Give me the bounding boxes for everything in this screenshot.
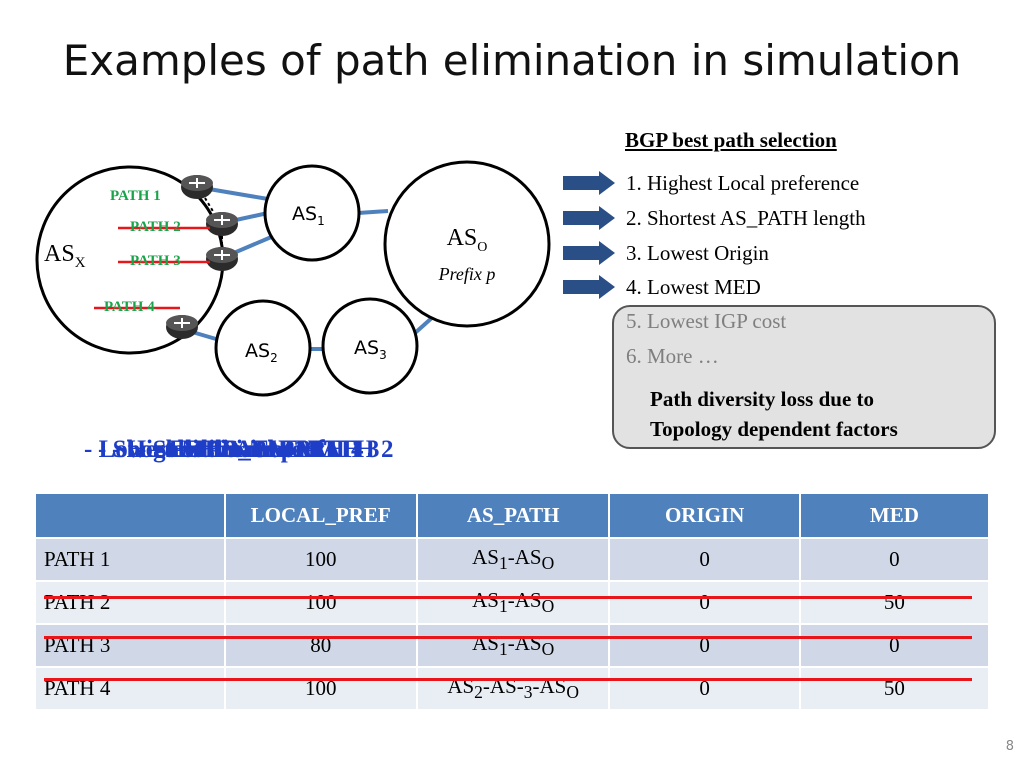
overlap-line: - Eliminate PATH 3 xyxy=(170,436,380,463)
prefix-label: Prefix p xyxy=(438,263,496,284)
bgp-step-3: 3. Lowest Origin xyxy=(626,241,769,265)
overlap-line: - Eliminate PATH 4 xyxy=(154,436,364,463)
router-icon xyxy=(166,315,198,339)
bgp-step-5: 5. Lowest IGP cost xyxy=(626,309,787,333)
asx-label: ASX xyxy=(44,241,86,271)
table-header xyxy=(34,492,226,539)
router-icon xyxy=(181,175,213,199)
table-header: AS_PATH xyxy=(415,492,611,539)
aso-circle xyxy=(383,160,551,328)
as2-label: AS2 xyxy=(245,340,278,365)
arrow-right-icon xyxy=(563,171,615,195)
topology-note-box xyxy=(612,305,996,449)
bgp-step-2: 2. Shortest AS_PATH length xyxy=(626,206,866,230)
path4-label: PATH 4 xyxy=(104,299,155,315)
overlap-line: - Select PATH 1 xyxy=(138,436,306,463)
row-strike-path3 xyxy=(44,636,972,639)
path-diversity-note: Path diversity loss due to Topology depe… xyxy=(650,387,898,441)
bgp-step-1: 1. Highest Local preference xyxy=(626,171,860,195)
row-strike-path4 xyxy=(44,678,972,681)
arrow-right-icon xyxy=(563,241,615,265)
overlap-line: - Highest Local pref xyxy=(112,436,325,463)
bgp-heading: BGP best path selection xyxy=(625,128,837,152)
table-row: PATH 2 100 AS1-ASO 0 50 xyxy=(34,580,991,625)
path2-label: PATH 2 xyxy=(130,219,181,235)
as1-circle xyxy=(263,164,361,262)
table-header: LOCAL_PREF xyxy=(223,492,418,539)
overlap-line: - Shortest AS_PATH xyxy=(98,436,317,463)
router-icons xyxy=(166,175,238,339)
overlap-line: - Eliminate PATH 2 xyxy=(184,436,394,463)
router-icon xyxy=(206,212,238,236)
as3-label: AS3 xyxy=(354,337,387,362)
table-header: MED xyxy=(798,492,991,539)
page-number: 8 xyxy=(1005,739,1014,754)
as3-circle xyxy=(321,297,419,395)
path-attributes-table: LOCAL_PREF AS_PATH ORIGIN MED PATH 1 100… xyxy=(34,492,991,711)
row-strike-path2 xyxy=(44,596,972,599)
overlap-line: - Lowest MED xyxy=(84,436,240,463)
link-as1-aso xyxy=(357,209,389,215)
bgp-step-4: 4. Lowest MED xyxy=(626,275,761,299)
aso-label: ASO Prefix p xyxy=(420,225,514,287)
as1-label: AS1 xyxy=(292,203,325,228)
table-row: PATH 1 100 AS1-ASO 0 0 xyxy=(34,537,991,582)
arrow-right-icon xyxy=(563,206,615,230)
network-diagram xyxy=(35,160,551,397)
table-row: PATH 4 100 AS2-AS-3-ASO 0 50 xyxy=(34,666,991,711)
bgp-step-6: 6. More … xyxy=(626,344,719,368)
router-icon xyxy=(206,247,238,271)
table-header: ORIGIN xyxy=(608,492,801,539)
arrow-right-icon xyxy=(563,275,615,299)
as2-circle xyxy=(214,299,312,397)
slide-title: Examples of path elimination in simulati… xyxy=(62,36,962,85)
path3-label: PATH 3 xyxy=(130,253,181,269)
path1-label: PATH 1 xyxy=(110,188,161,204)
table-row: PATH 3 80 AS1-ASO 0 0 xyxy=(34,623,991,668)
